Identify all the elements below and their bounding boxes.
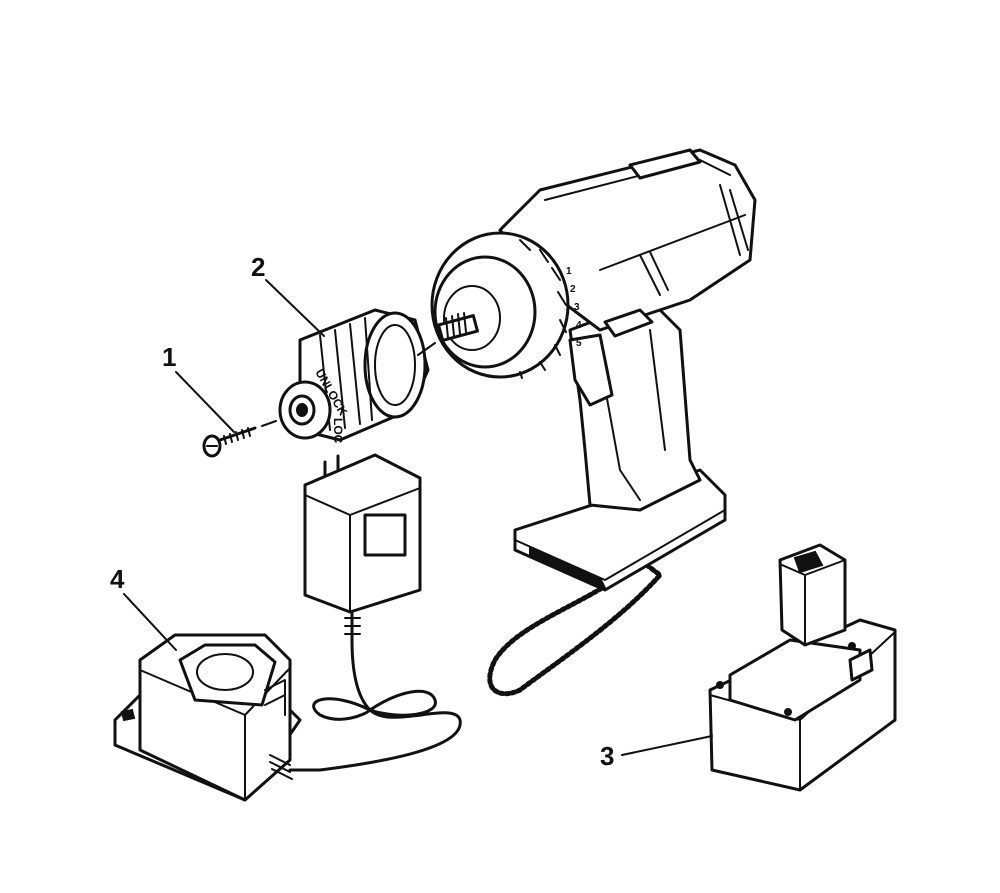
power-adapter-icon [288, 453, 462, 772]
clutch-setting-1: 1 [566, 266, 572, 277]
screw-icon [202, 426, 257, 458]
clutch-setting-3: 3 [574, 302, 580, 313]
charger-icon [113, 633, 302, 802]
callout-4: 4 [110, 564, 125, 594]
drill-icon: 1 2 3 4 5 [430, 148, 757, 697]
callout-3: 3 [600, 741, 614, 771]
chuck-alignment-line [417, 342, 436, 356]
chuck-icon: UNLOCK LOC [278, 308, 430, 444]
clutch-setting-5: 5 [576, 338, 582, 349]
callout-1-leader [175, 371, 235, 433]
callout-4-leader [123, 593, 177, 651]
callout-2: 2 [251, 252, 265, 282]
callout-1: 1 [162, 342, 176, 372]
chuck-lock-label: LOC [331, 418, 345, 444]
clutch-teeth [519, 239, 567, 379]
clutch-setting-2: 2 [570, 284, 576, 295]
callout-2-leader [265, 279, 325, 337]
callout-3-leader [621, 735, 713, 756]
battery-icon [708, 543, 897, 792]
spindle-icon [437, 312, 479, 342]
clutch-setting-4: 4 [576, 320, 582, 331]
screw-alignment-line [261, 420, 277, 427]
